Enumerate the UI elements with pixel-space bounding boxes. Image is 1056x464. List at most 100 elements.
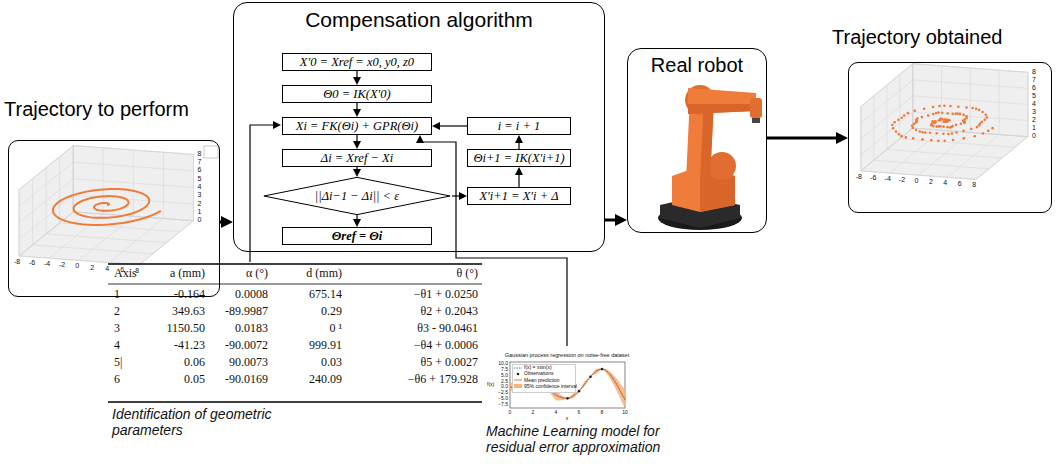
grid-line <box>73 195 193 204</box>
grid-line <box>887 149 1002 158</box>
trajectory-point <box>955 124 958 127</box>
flow-arrow <box>356 167 357 174</box>
table-cell: 0.06 <box>184 356 205 370</box>
trajectory-point <box>921 138 924 141</box>
legend-line <box>514 367 522 368</box>
table-cell: θ2 + 0.2043 <box>420 305 478 319</box>
table-cell: 999.91 <box>309 339 342 353</box>
robot-flange <box>752 118 760 123</box>
process-box: X′0 = Xref = x0, y0, z0 <box>282 53 432 71</box>
tick-label: 1 <box>197 208 201 216</box>
grid-line <box>139 221 193 265</box>
trajectory-point <box>991 127 994 130</box>
trajectory-point <box>905 136 908 139</box>
formula-text: Θi+1 = IK(X′i+1) <box>473 151 564 166</box>
trajectory-point <box>982 132 985 135</box>
tick-label: 6 <box>958 180 962 188</box>
trajectory-point <box>943 104 946 107</box>
legend-sample <box>514 372 522 376</box>
grid-line <box>861 64 913 107</box>
3d-plot <box>861 64 1028 180</box>
trajectory-point <box>942 132 945 135</box>
observation-dot <box>566 397 569 400</box>
trajectory-point <box>915 121 918 124</box>
panel-title: Trajectory to perform <box>4 98 189 121</box>
table-cell: 6 <box>114 373 120 387</box>
tick-label: 8 <box>197 150 201 158</box>
trajectory-point <box>932 125 935 128</box>
grid-line <box>913 80 1028 89</box>
trajectory-point <box>952 139 955 142</box>
trajectory-point <box>983 119 986 122</box>
trajectory-point <box>937 111 940 114</box>
flow-arrow <box>356 215 357 224</box>
legend-dot <box>517 372 520 375</box>
trajectory-point <box>962 130 965 133</box>
grid-line <box>109 218 163 262</box>
tick-label: 3 <box>1032 108 1036 116</box>
tick-label: 1 <box>1032 124 1036 132</box>
tick-label: −7.5 <box>498 402 508 408</box>
trajectory-point <box>898 133 901 136</box>
trajectory-point <box>971 107 974 110</box>
table-cell: −θ6 + 179.928 <box>408 373 478 387</box>
legend-text: Mean prediction <box>524 378 560 383</box>
observation-dot <box>589 375 592 378</box>
flow-arrow <box>767 137 842 140</box>
trajectory-point <box>914 109 917 112</box>
table-cell: 90.0073 <box>229 356 268 370</box>
grid-line <box>913 64 1028 73</box>
legend-sample <box>514 366 522 370</box>
tick-label: 4 <box>555 410 558 416</box>
formula-text: Θref = Θi <box>332 229 383 244</box>
table-cell: 675.14 <box>309 288 342 302</box>
trajectory-point <box>951 125 954 128</box>
legend-entry: f(x) = xsin(x) <box>514 365 552 370</box>
grid-line <box>46 234 166 243</box>
trajectory-point <box>921 116 924 119</box>
3d-plot <box>19 146 193 265</box>
caption: Identification of geometric parameters <box>112 406 317 438</box>
tick-label: -8 <box>14 258 20 266</box>
caption: Machine Learning model for residual erro… <box>486 423 701 455</box>
tick-label: 8 <box>601 410 604 416</box>
trajectory-point <box>947 133 950 136</box>
table-cell: -89.9987 <box>225 305 268 319</box>
table-cell: -0.164 <box>174 288 205 302</box>
table-cell: α (°) <box>246 267 268 281</box>
table-cell: θ3 - 90.0461 <box>417 322 478 336</box>
connector-layer <box>220 71 842 224</box>
legend-text: Observations <box>524 371 553 376</box>
process-box: Xi = FK(Θi) + GPR(Θi) <box>282 117 432 135</box>
trajectory-point <box>930 124 933 127</box>
tick-label: 0 <box>509 410 512 416</box>
grid-line <box>913 128 1028 137</box>
trajectory-point <box>901 116 904 119</box>
trajectory-line <box>53 189 161 225</box>
trajectory-point <box>946 112 949 115</box>
process-box: i = i + 1 <box>467 117 571 135</box>
trajectory-point <box>939 125 942 128</box>
plot-pane <box>73 146 193 221</box>
tick-label: 4 <box>1032 100 1036 108</box>
formula-text: Θ0 = IK(X′0) <box>323 87 390 102</box>
grid-line <box>913 96 1028 105</box>
decision-diamond: ||Δi−1 − Δi|| < ε <box>262 177 452 215</box>
tick-label: -4 <box>885 175 891 183</box>
grid-line <box>900 139 1015 148</box>
trajectory-point <box>987 129 990 132</box>
table-cell: 0.0183 <box>235 322 268 336</box>
trajectory-point <box>978 109 981 112</box>
robot-illustration <box>658 85 762 230</box>
trajectory-point <box>900 135 903 138</box>
tick-label: 4 <box>105 265 109 273</box>
table-cell: 0.29 <box>321 305 342 319</box>
panel-title: Trajectory obtained <box>832 26 1002 49</box>
chart-title: Gaussian process regression on noise-fre… <box>505 352 629 358</box>
tick-label: 5 <box>197 175 201 183</box>
legend-text: f(x) = xsin(x) <box>524 365 552 370</box>
observation-dot <box>601 368 604 371</box>
grid-line <box>73 179 193 188</box>
flow-arrow <box>356 71 357 82</box>
tick-label: -8 <box>856 173 862 181</box>
